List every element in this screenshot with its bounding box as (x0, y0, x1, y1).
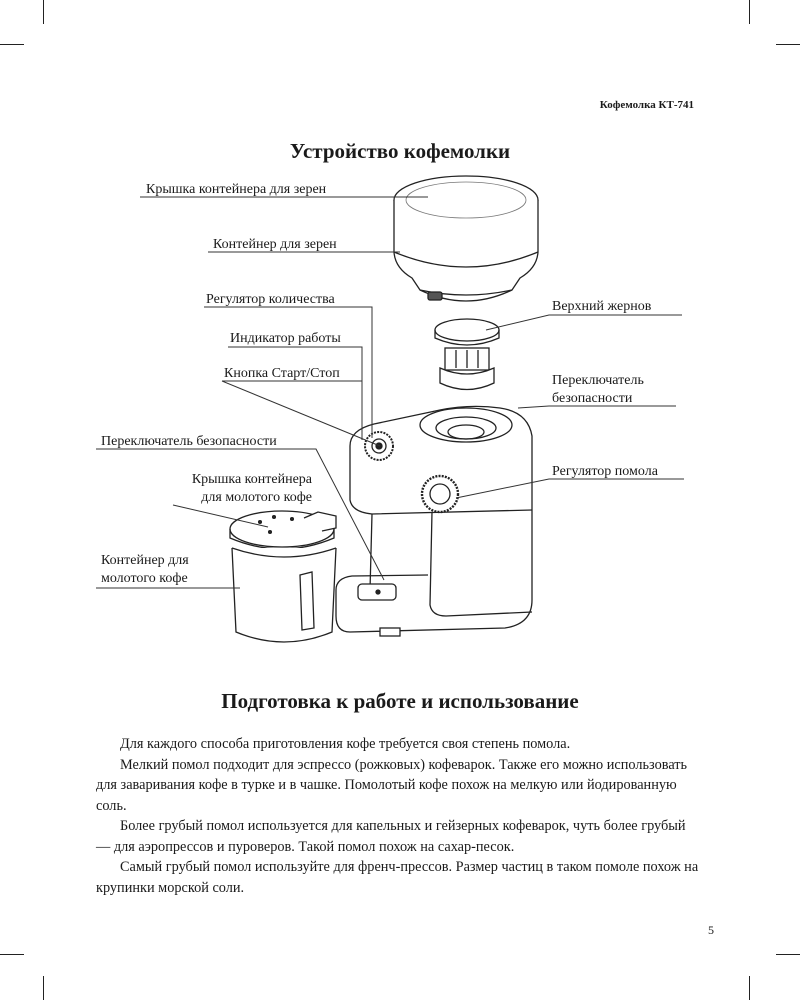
paragraph: Более грубый помол используется для капе… (96, 818, 686, 855)
grind-regulator-knob (420, 474, 460, 514)
section-title-device: Устройство кофемолки (289, 139, 511, 163)
crop-mark (749, 0, 750, 24)
crop-mark (43, 976, 44, 1000)
label-ground-lid-line1: Крышка контейнера (191, 472, 312, 487)
label-work-indicator: Индикатор работы (230, 331, 341, 346)
page-header-model: Кофемолка КТ-741 (599, 99, 694, 111)
crop-mark (776, 954, 800, 955)
label-ground-container-line2: молотого кофе (101, 571, 188, 586)
label-start-stop: Кнопка Старт/Стоп (224, 366, 340, 381)
section-title-preparation: Подготовка к работе и использование (221, 689, 579, 713)
label-safety-switch-left: Переключатель безопасности (101, 434, 277, 449)
bean-container-illustration (393, 175, 539, 302)
grinder-body-illustration (335, 405, 533, 637)
label-bean-lid: Крышка контейнера для зерен (146, 182, 327, 197)
paragraph: Мелкий помол подходит для эспрессо (рожк… (96, 756, 688, 814)
label-safety-switch-right-line2: безопасности (552, 391, 633, 406)
paragraph: Самый грубый помол используйте для френч… (96, 859, 699, 896)
crop-mark (43, 0, 44, 24)
body-text: Для каждого способа приготовления кофе т… (96, 734, 702, 898)
label-safety-switch-right-line1: Переключатель (552, 373, 644, 388)
crop-mark (0, 954, 24, 955)
paragraph: Для каждого способа приготовления кофе т… (120, 736, 571, 752)
crop-mark (749, 976, 750, 1000)
page-number: 5 (708, 923, 714, 937)
label-ground-container-line1: Контейнер для (101, 553, 189, 568)
label-quantity-regulator: Регулятор количества (206, 292, 335, 307)
crop-mark (0, 44, 24, 45)
label-grind-regulator: Регулятор помола (552, 464, 658, 479)
ground-lid-illustration (229, 510, 337, 550)
crop-mark (776, 44, 800, 45)
ground-container-illustration (231, 547, 337, 643)
label-upper-burr: Верхний жернов (552, 299, 652, 314)
upper-burr-illustration (434, 318, 500, 391)
label-bean-container: Контейнер для зерен (213, 237, 337, 252)
label-ground-lid-line2: для молотого кофе (201, 490, 312, 505)
